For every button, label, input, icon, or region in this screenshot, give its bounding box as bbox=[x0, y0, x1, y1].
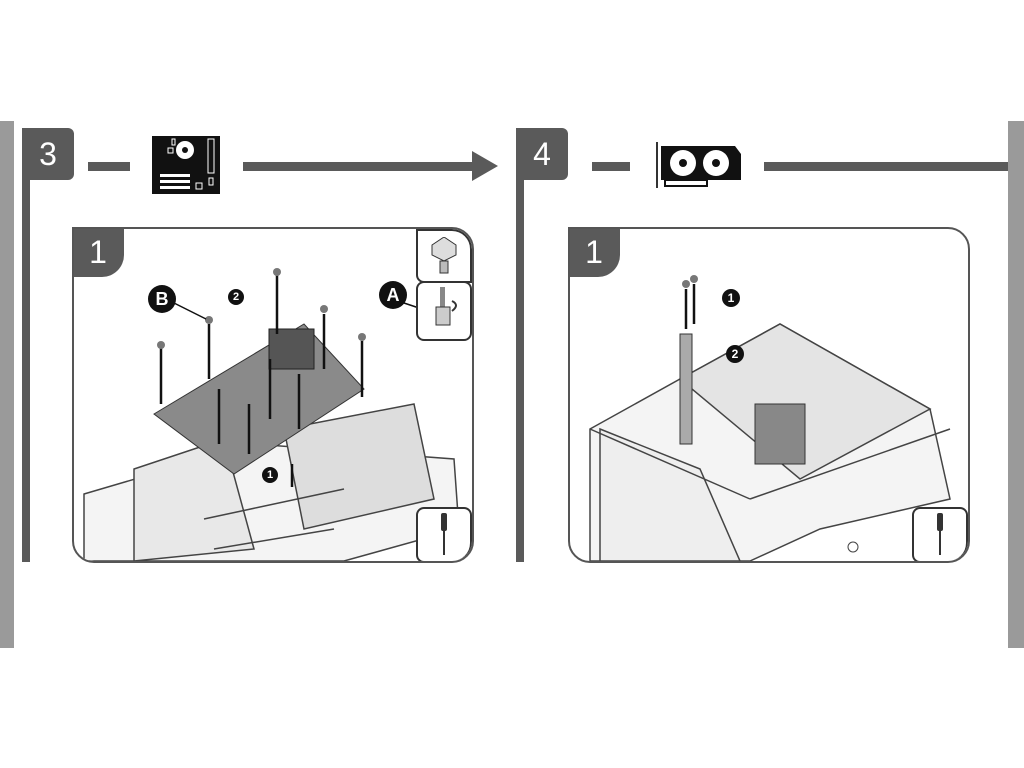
callout-2: 2 bbox=[726, 345, 744, 363]
motherboard-install-illustration bbox=[83, 268, 460, 561]
screwdriver-icon bbox=[441, 513, 447, 555]
step4-line bbox=[764, 162, 1008, 171]
tool-inset bbox=[416, 507, 472, 561]
gpu-slot-illustration bbox=[589, 275, 951, 561]
right-page-edge bbox=[1008, 121, 1024, 648]
callout-2: 2 bbox=[228, 289, 244, 305]
motherboard-icon bbox=[152, 136, 220, 194]
callout-a: A bbox=[379, 281, 407, 309]
left-page-edge bbox=[0, 121, 14, 648]
step3-rail bbox=[22, 128, 30, 562]
standoff-detail-inset bbox=[416, 281, 472, 341]
substep-number: 1 bbox=[570, 229, 620, 277]
step3-number: 3 bbox=[22, 128, 74, 180]
step3-dash bbox=[88, 162, 130, 171]
tool-inset bbox=[912, 507, 968, 561]
graphics-card-icon bbox=[656, 142, 741, 188]
step4-number: 4 bbox=[516, 128, 568, 180]
callout-b: B bbox=[148, 285, 176, 313]
step3-arrow-line bbox=[243, 162, 475, 171]
screw-detail-inset bbox=[416, 229, 472, 283]
step4-substep-panel: 1 1 2 bbox=[568, 227, 970, 563]
arrow-right-icon bbox=[472, 151, 498, 181]
step4-rail bbox=[516, 128, 524, 562]
substep-number: 1 bbox=[74, 229, 124, 277]
screw-icon bbox=[431, 237, 457, 274]
standoff-icon bbox=[435, 287, 457, 326]
callout-1: 1 bbox=[262, 467, 278, 483]
callout-1: 1 bbox=[722, 289, 740, 307]
screwdriver-icon bbox=[937, 513, 943, 555]
step4-dash bbox=[592, 162, 630, 171]
step3-substep-panel: 1 B 2 A 1 bbox=[72, 227, 474, 563]
